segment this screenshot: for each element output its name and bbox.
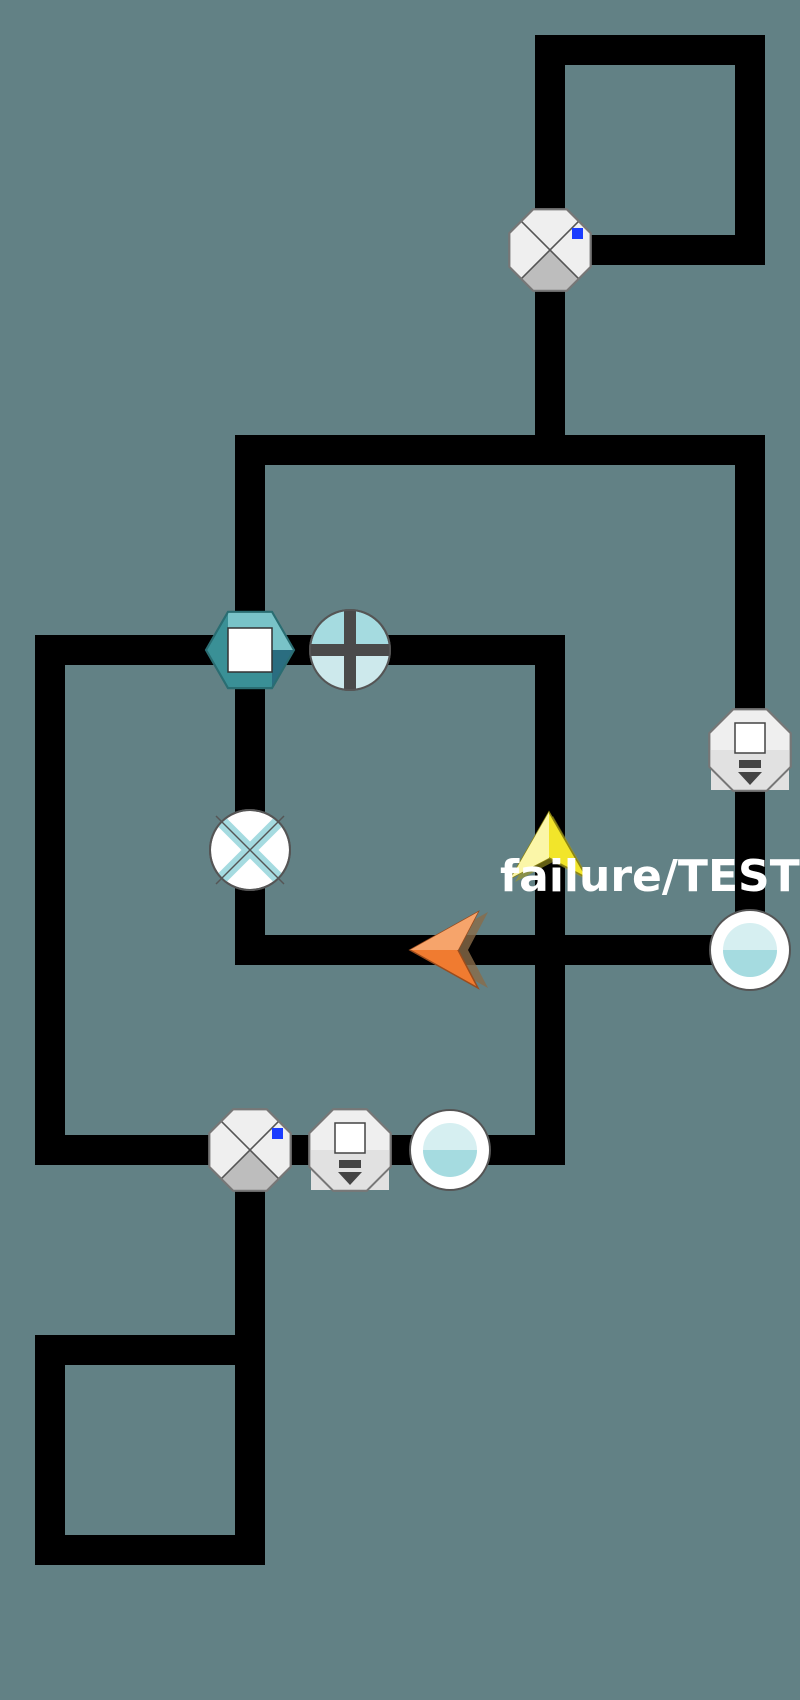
split-junction-icon[interactable] [208, 1108, 292, 1192]
teal-cube-icon[interactable] [204, 610, 296, 690]
track-segment [35, 1335, 265, 1365]
track-segment [565, 235, 765, 265]
download-station-icon[interactable] [308, 1108, 392, 1192]
tank-icon[interactable] [709, 909, 791, 991]
marker-layer [408, 810, 591, 990]
tank-icon[interactable] [409, 1109, 491, 1191]
track-segment [35, 1535, 265, 1565]
yellow-arrow-marker-icon [509, 810, 591, 882]
track-segment [735, 35, 765, 265]
cross-junction-icon[interactable] [209, 809, 291, 891]
failure-status-label: failure/TEST [500, 851, 800, 902]
split-junction-icon[interactable] [508, 208, 592, 292]
node-layer [204, 208, 792, 1192]
track-segment [235, 435, 765, 465]
track-segment [35, 1335, 65, 1565]
plus-junction-icon[interactable] [309, 609, 391, 691]
download-station-icon[interactable] [708, 708, 792, 792]
track-segment [535, 35, 765, 65]
track-network [35, 35, 765, 1565]
track-segment [35, 635, 565, 665]
orange-arrow-marker-icon [408, 910, 488, 990]
track-segment [235, 935, 765, 965]
indicator-square [272, 1128, 283, 1139]
track-segment [535, 635, 565, 1165]
indicator-square [572, 228, 583, 239]
track-segment [35, 635, 65, 1165]
track-segment [735, 435, 765, 965]
